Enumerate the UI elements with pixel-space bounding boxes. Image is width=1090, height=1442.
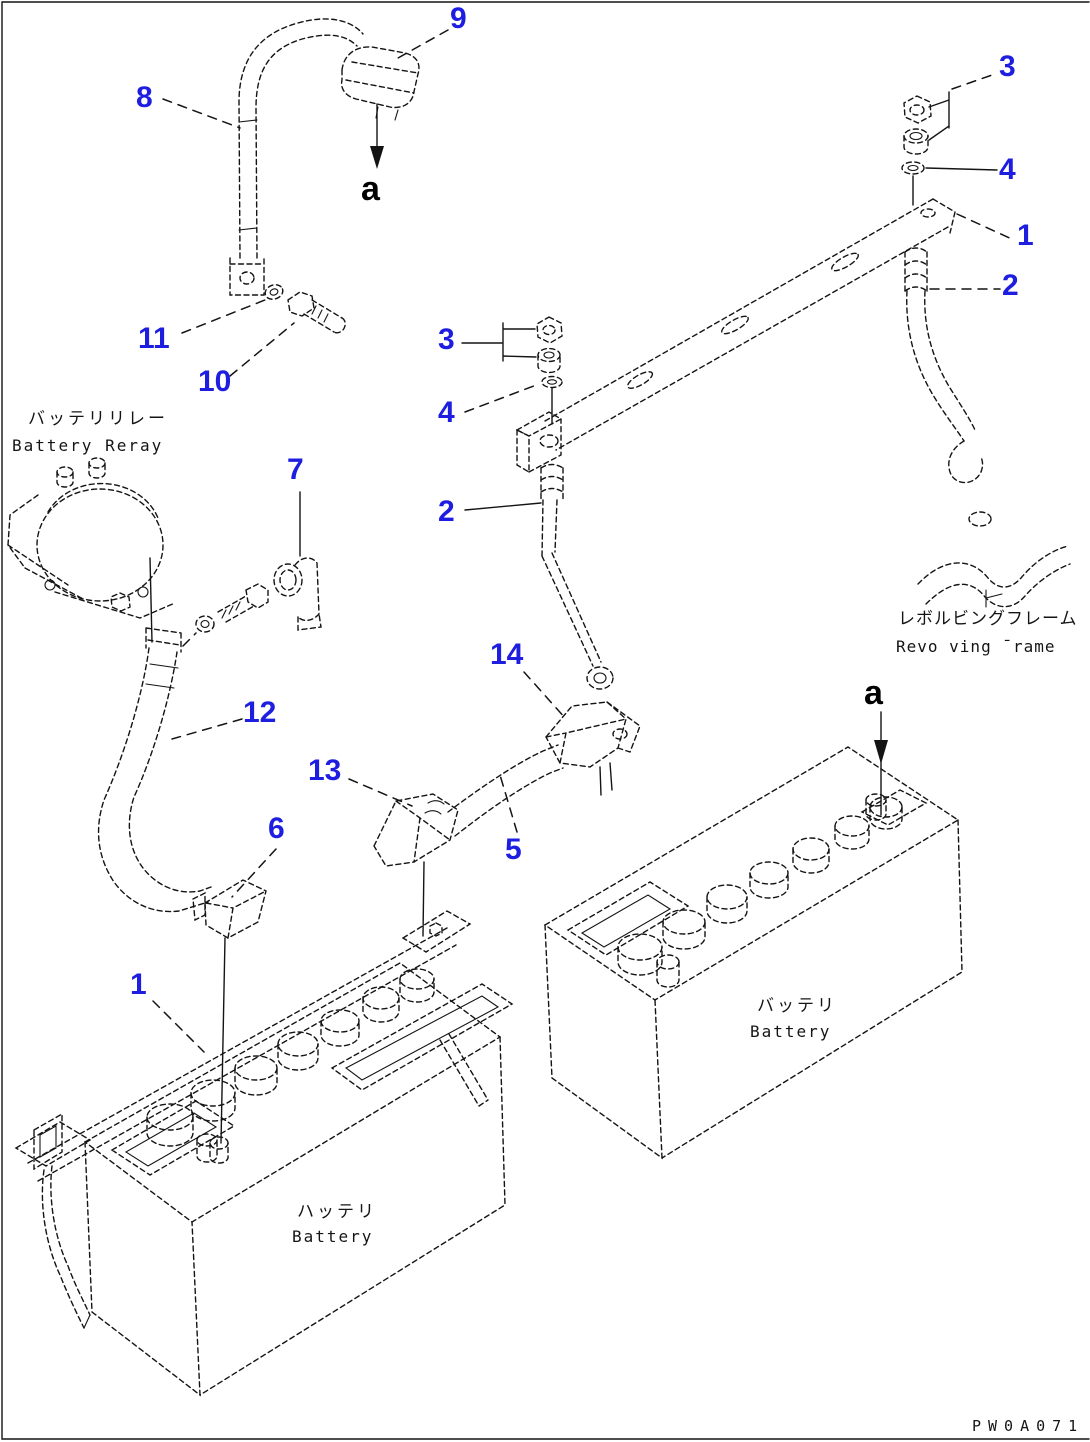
leader-13 bbox=[348, 778, 413, 807]
callout-1-top: 1 bbox=[1017, 219, 1034, 252]
callout-6: 6 bbox=[268, 812, 285, 845]
leader-1-bottom bbox=[152, 1000, 205, 1053]
callout-10: 10 bbox=[198, 365, 232, 398]
ring-terminal-7-drawing bbox=[273, 557, 322, 631]
washer-4-mid-drawing bbox=[541, 375, 563, 425]
leader-6 bbox=[231, 848, 277, 898]
label-battery-left-jp: ハッテリ bbox=[297, 1202, 377, 1222]
battery-right-drawing bbox=[543, 746, 963, 1160]
callout-4-mid: 4 bbox=[438, 396, 455, 429]
connector-13-drawing bbox=[373, 793, 459, 937]
leader-2-mid bbox=[464, 502, 542, 511]
leader-10 bbox=[229, 322, 295, 377]
section-marker-a-right: a bbox=[864, 674, 883, 712]
connector-14-drawing bbox=[545, 701, 641, 796]
callout-11: 11 bbox=[138, 322, 170, 355]
callout-1-bottom: 1 bbox=[130, 968, 147, 1001]
leader-3-top bbox=[951, 73, 996, 90]
nuts-3-mid-drawing bbox=[536, 316, 563, 374]
callout-7: 7 bbox=[287, 453, 304, 486]
callout-4-top: 4 bbox=[999, 153, 1016, 186]
callout-5: 5 bbox=[505, 833, 522, 866]
connector-6-drawing bbox=[192, 879, 267, 1164]
callout-13: 13 bbox=[308, 754, 342, 787]
leader-3-mid bbox=[461, 322, 537, 362]
callout-2-top: 2 bbox=[1002, 269, 1019, 302]
label-battery-right-en: Battery bbox=[750, 1022, 832, 1041]
label-battery-right-jp: バッテリ bbox=[757, 996, 837, 1016]
callout-3-top: 3 bbox=[999, 50, 1016, 83]
label-revolving-frame-en: Revo ving ¯rame bbox=[896, 637, 1056, 656]
battery-left-drawing bbox=[14, 910, 514, 1397]
washer-4-top-drawing bbox=[901, 161, 925, 206]
leader-5 bbox=[499, 774, 518, 833]
rod-2-mid-drawing bbox=[540, 463, 614, 690]
leader-4-mid bbox=[464, 383, 540, 413]
bracket-3-top bbox=[928, 91, 950, 141]
revolving-frame-drawing bbox=[917, 511, 1071, 608]
callout-9: 9 bbox=[450, 2, 467, 35]
leader-11 bbox=[181, 297, 271, 334]
label-battery-relay-jp: バッテリリレー bbox=[28, 409, 168, 429]
label-revolving-frame-jp: レボルビングフレーム bbox=[898, 609, 1078, 629]
leader-1-top bbox=[956, 213, 1015, 241]
label-battery-left-en: Battery bbox=[292, 1227, 374, 1246]
label-battery-relay-en: Battery Reray bbox=[12, 436, 164, 455]
section-marker-a-top: a bbox=[361, 170, 380, 208]
callout-12: 12 bbox=[243, 696, 277, 729]
arrow-a-top bbox=[370, 103, 384, 169]
cable-12-drawing bbox=[97, 627, 212, 913]
holddown-bar-1-drawing bbox=[515, 198, 956, 474]
leader-8 bbox=[162, 98, 241, 129]
bolt-10-drawing bbox=[287, 291, 346, 334]
callout-3-mid: 3 bbox=[438, 323, 455, 356]
washer-11-drawing bbox=[264, 284, 284, 300]
terminal-cap-9-drawing bbox=[340, 46, 420, 121]
bolt-washer-relay-drawing bbox=[182, 583, 269, 647]
leader-12 bbox=[171, 718, 243, 740]
part-code: PW0A071 bbox=[972, 1417, 1085, 1435]
cable-8-drawing bbox=[229, 18, 364, 296]
callout-14: 14 bbox=[490, 638, 524, 671]
rod-2-right-drawing bbox=[904, 247, 984, 484]
nuts-3-top-drawing bbox=[903, 95, 932, 155]
leader-9 bbox=[397, 29, 449, 59]
battery-relay-drawing bbox=[7, 457, 176, 643]
callout-8: 8 bbox=[136, 81, 153, 114]
callout-2-mid: 2 bbox=[438, 495, 455, 528]
cable-5-drawing bbox=[447, 744, 564, 837]
leader-14 bbox=[523, 671, 567, 720]
leader-4-top bbox=[925, 167, 998, 171]
leader-lines bbox=[152, 29, 1015, 1053]
